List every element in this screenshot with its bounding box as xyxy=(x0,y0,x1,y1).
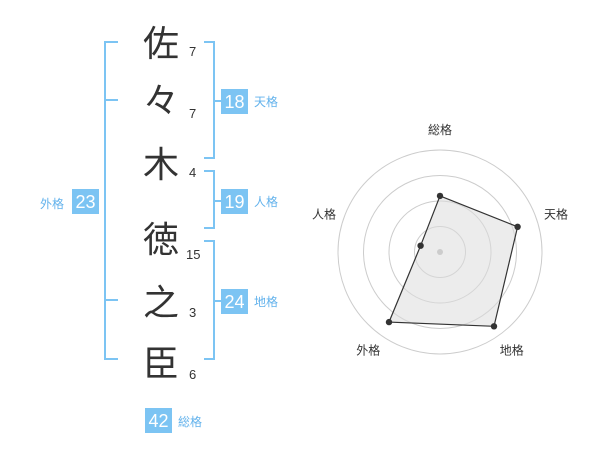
radar-point-4 xyxy=(385,318,393,326)
radar-grid-ring-3 xyxy=(363,175,517,329)
chikaku-bracket xyxy=(204,240,222,360)
jinkaku-label: 人格 xyxy=(254,194,278,209)
soukaku-label: 総格 xyxy=(178,414,202,429)
stroke-count-3: 4 xyxy=(189,165,196,180)
stroke-count-5: 3 xyxy=(189,305,196,320)
name-char-3: 木 xyxy=(143,145,179,186)
gaikaku-bracket xyxy=(104,41,118,360)
stroke-count-6: 6 xyxy=(189,367,196,382)
radar-axis-label-4: 外格 xyxy=(356,343,380,358)
gaikaku-value: 23 xyxy=(75,192,95,212)
tenkaku-bracket xyxy=(204,41,222,159)
radar-axis-label-5: 人格 xyxy=(312,206,336,221)
tenkaku-value: 18 xyxy=(224,92,244,112)
tenkaku-label: 天格 xyxy=(254,94,278,109)
soukaku-badge xyxy=(145,408,172,433)
stroke-count-2: 7 xyxy=(189,106,196,121)
radar-point-1 xyxy=(436,192,444,200)
name-char-6: 臣 xyxy=(143,344,179,385)
gaikaku-badge xyxy=(72,189,99,214)
radar-axis-label-2: 天格 xyxy=(544,206,568,221)
soukaku-value: 42 xyxy=(148,411,168,431)
radar-axis-label-1: 総格 xyxy=(428,122,452,137)
name-char-1: 佐 xyxy=(143,24,179,65)
gaikaku-label: 外格 xyxy=(40,196,64,211)
radar-point-2 xyxy=(514,223,521,230)
chikaku-label: 地格 xyxy=(254,294,278,309)
jinkaku-value: 19 xyxy=(224,192,244,212)
radar-center-dot xyxy=(437,249,443,255)
chikaku-value: 24 xyxy=(224,292,244,312)
name-char-5: 之 xyxy=(143,283,179,324)
stroke-count-1: 7 xyxy=(189,44,196,59)
tenkaku-badge xyxy=(221,89,248,114)
jinkaku-bracket xyxy=(204,170,222,229)
stroke-count-4: 15 xyxy=(186,247,200,262)
name-char-2: 々 xyxy=(143,81,179,122)
jinkaku-badge xyxy=(221,189,248,214)
radar-point-5 xyxy=(417,242,424,249)
radar-grid-ring-4 xyxy=(337,149,543,355)
name-char-4: 徳 xyxy=(143,220,179,261)
radar-point-3 xyxy=(490,323,498,330)
chikaku-badge xyxy=(221,289,248,314)
radar-axis-label-3: 地格 xyxy=(500,343,524,358)
radar-series-area xyxy=(388,195,519,327)
